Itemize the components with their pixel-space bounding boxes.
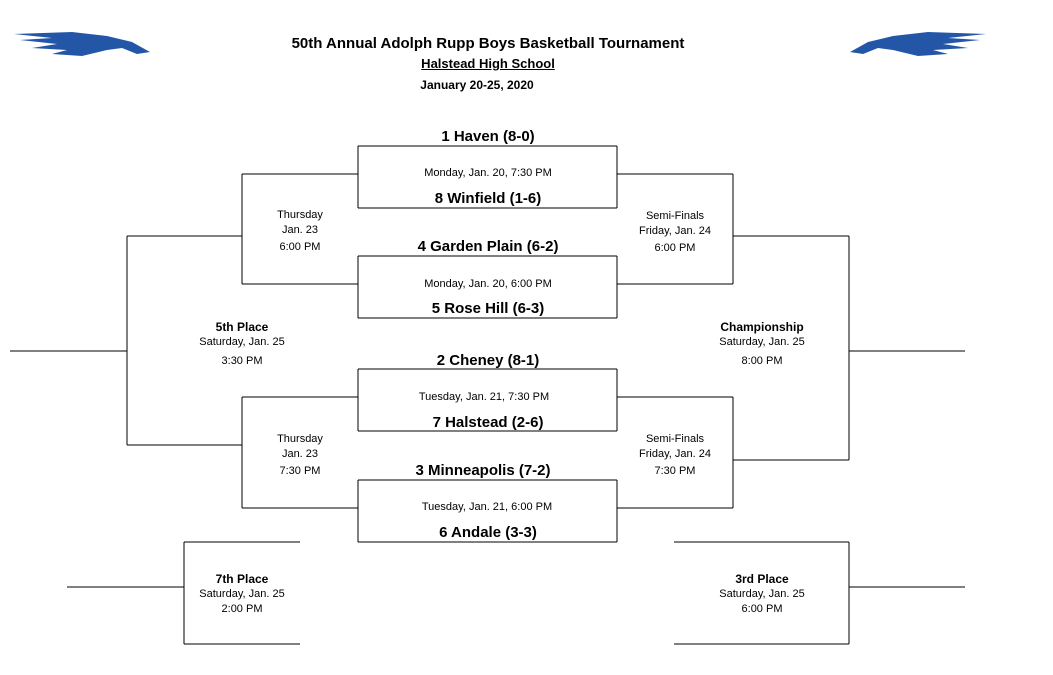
consolation-2-day: Thursday (277, 433, 323, 445)
seventh-place-date: Saturday, Jan. 25 (199, 588, 285, 600)
seventh-place-time: 2:00 PM (221, 603, 263, 615)
team-rose-hill: 5 Rose Hill (6-3) (431, 300, 545, 317)
seventh-place-label: 7th Place (215, 572, 269, 586)
semi-2-info: Semi-Finals Friday, Jan. 24 7:30 PM (639, 432, 711, 479)
game-box-4 (357, 479, 618, 543)
consolation-1-day: Thursday (277, 209, 323, 221)
tournament-dates: January 20-25, 2020 (420, 78, 534, 92)
game-2-time: Monday, Jan. 20, 6:00 PM (424, 278, 552, 290)
eagle-logo-left-icon (14, 32, 150, 56)
fifth-place-time: 3:30 PM (221, 355, 263, 367)
championship-label: Championship (720, 320, 804, 334)
fifth-place-info: 5th Place Saturday, Jan. 25 3:30 PM (199, 320, 284, 369)
championship-info: Championship Saturday, Jan. 25 8:00 PM (719, 320, 804, 369)
game-1-time: Monday, Jan. 20, 7:30 PM (424, 167, 552, 179)
consolation-2-date: Jan. 23 (281, 448, 319, 460)
team-haven: 1 Haven (8-0) (441, 128, 535, 145)
fifth-place-date: Saturday, Jan. 25 (199, 336, 285, 348)
consolation-1-info: Thursday Jan. 23 6:00 PM (277, 208, 323, 255)
host-school: Halstead High School (421, 56, 555, 71)
game-3-time: Tuesday, Jan. 21, 7:30 PM (418, 391, 550, 403)
semi-1-info: Semi-Finals Friday, Jan. 24 6:00 PM (639, 209, 711, 256)
seventh-place-info: 7th Place Saturday, Jan. 25 2:00 PM (199, 572, 284, 617)
game-box-3 (357, 368, 618, 432)
consolation-2-info: Thursday Jan. 23 7:30 PM (277, 432, 323, 479)
consolation-2-time: 7:30 PM (279, 465, 321, 477)
team-halstead: 7 Halstead (2-6) (432, 414, 544, 431)
fifth-place-label: 5th Place (215, 320, 269, 334)
tournament-title: 50th Annual Adolph Rupp Boys Basketball … (291, 35, 685, 52)
team-winfield: 8 Winfield (1-6) (434, 190, 542, 207)
championship-date: Saturday, Jan. 25 (719, 336, 805, 348)
consolation-1-time: 6:00 PM (279, 241, 321, 253)
third-place-date: Saturday, Jan. 25 (719, 588, 805, 600)
third-place-time: 6:00 PM (741, 603, 783, 615)
game-box-1 (357, 145, 618, 209)
game-box-2 (357, 255, 618, 319)
team-garden-plain: 4 Garden Plain (6-2) (417, 238, 559, 255)
game-4-time: Tuesday, Jan. 21, 6:00 PM (421, 501, 553, 513)
semi-1-time: 6:00 PM (654, 242, 696, 254)
semi-2-time: 7:30 PM (654, 465, 696, 477)
third-place-label: 3rd Place (735, 572, 789, 586)
team-andale: 6 Andale (3-3) (439, 524, 537, 541)
third-place-info: 3rd Place Saturday, Jan. 25 6:00 PM (719, 572, 804, 617)
semi-1-date: Friday, Jan. 24 (639, 225, 711, 237)
team-cheney: 2 Cheney (8-1) (436, 352, 540, 369)
championship-time: 8:00 PM (741, 355, 783, 367)
semi-2-label: Semi-Finals (645, 433, 705, 445)
semi-1-label: Semi-Finals (645, 210, 705, 222)
team-minneapolis: 3 Minneapolis (7-2) (415, 462, 551, 479)
consolation-1-date: Jan. 23 (281, 224, 319, 236)
semi-2-date: Friday, Jan. 24 (639, 448, 711, 460)
eagle-logo-right-icon (850, 32, 986, 56)
